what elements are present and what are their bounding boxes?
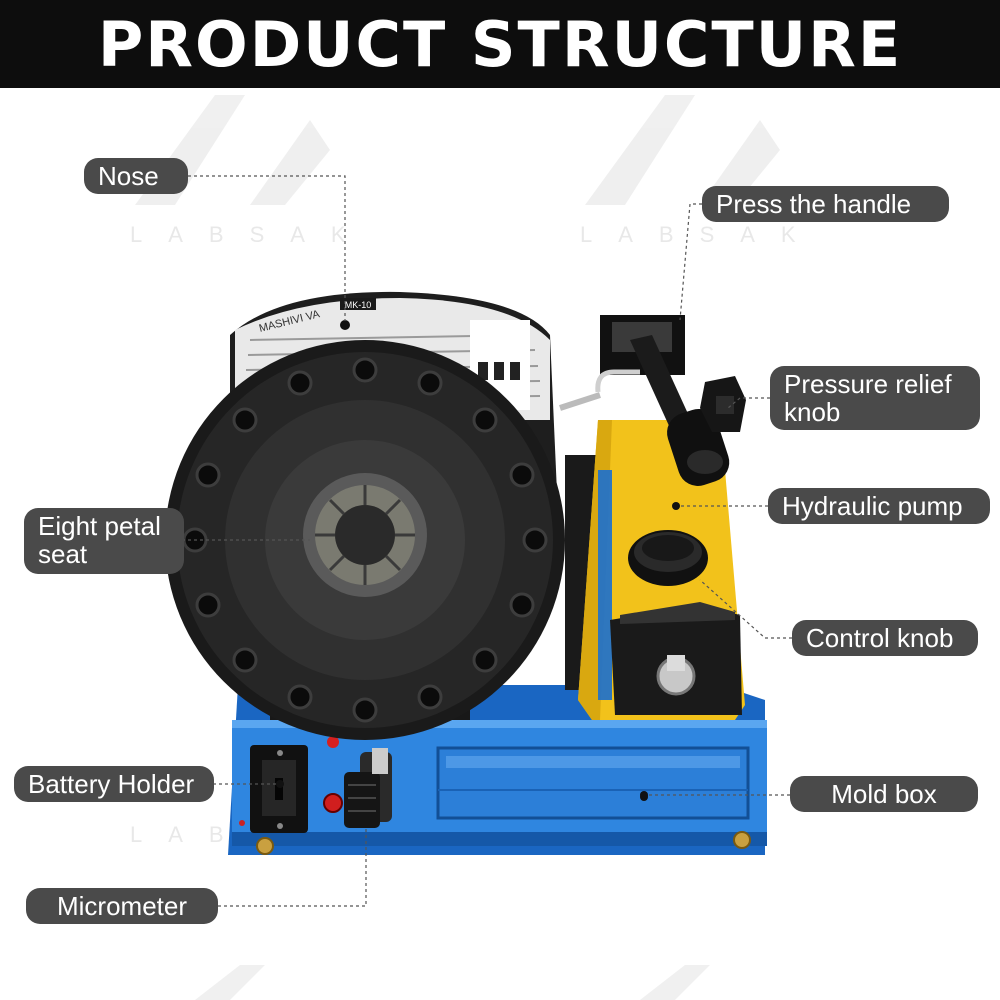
leader-dots <box>276 321 680 799</box>
callout-mold-box-text: Mold box <box>831 779 937 809</box>
callout-micrometer: Micrometer <box>26 888 218 924</box>
callout-nose: Nose <box>84 158 188 194</box>
leader-micrometer <box>218 826 367 907</box>
pressure-relief-knob <box>700 376 746 432</box>
indicator-button-red <box>323 793 343 813</box>
callout-control-knob-text: Control knob <box>806 623 954 653</box>
leader-nose <box>188 175 346 325</box>
indicator-light-top <box>327 736 339 748</box>
watermark-text-2: LABSAK <box>580 222 822 247</box>
callout-control-knob: Control knob <box>792 620 978 656</box>
leader-press-handle <box>679 203 702 321</box>
model-label: MK-10 <box>345 300 372 310</box>
ring-bolts <box>182 357 548 723</box>
eight-petal-seat <box>303 473 427 597</box>
page-title: PRODUCT STRUCTURE <box>97 7 903 81</box>
callout-pressure-relief-knob: Pressure relief knob <box>770 366 980 430</box>
callout-eight-petal-seat: Eight petal seat <box>24 508 184 574</box>
callout-micrometer-text: Micrometer <box>56 891 187 921</box>
mold-box <box>436 746 750 820</box>
watermark-text-1: LABSAK <box>130 222 372 247</box>
callout-battery-holder-text: Battery Holder <box>28 769 195 799</box>
micrometer-dial <box>344 748 392 828</box>
callout-mold-box: Mold box <box>790 776 978 812</box>
callout-battery-holder: Battery Holder <box>14 766 214 802</box>
callout-hydraulic-pump: Hydraulic pump <box>768 488 990 524</box>
battery-holder <box>250 745 308 833</box>
leader-lines <box>182 175 792 907</box>
callout-pressure-relief-line2: knob <box>784 397 841 427</box>
callout-press-handle: Press the handle <box>702 186 949 222</box>
callout-eight-petal-line2: seat <box>38 539 88 569</box>
callout-eight-petal-line1: Eight petal <box>38 511 161 541</box>
callout-press-handle-text: Press the handle <box>716 189 912 219</box>
base-bolts <box>239 820 751 855</box>
control-knob <box>628 530 708 586</box>
callout-nose-text: Nose <box>98 161 159 191</box>
callout-pressure-relief-line1: Pressure relief <box>784 369 952 399</box>
leader-pressure-relief <box>727 397 770 409</box>
callout-hydraulic-pump-text: Hydraulic pump <box>782 491 963 521</box>
leader-control-knob <box>699 579 792 639</box>
header-bar: PRODUCT STRUCTURE <box>0 0 1000 88</box>
